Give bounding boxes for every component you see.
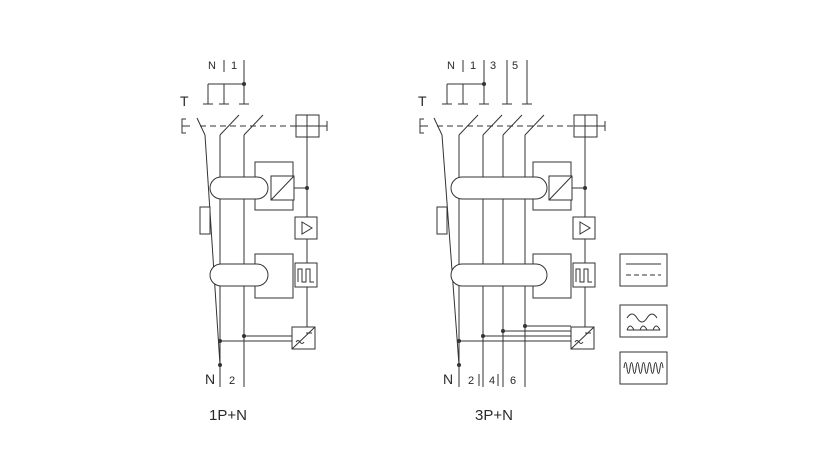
junction-dot	[482, 82, 486, 86]
junction-dot	[305, 186, 309, 190]
amplifier-box	[294, 216, 318, 240]
dc-type-symbol-icon	[619, 253, 668, 287]
test-resistor	[436, 206, 448, 235]
hf-wave	[623, 362, 664, 374]
current-transformer-1	[450, 176, 548, 200]
sine-wave	[626, 313, 658, 323]
contact-switch	[243, 114, 264, 136]
high-frequency-type-symbol-icon	[619, 351, 668, 385]
bottom-label-4: 4	[489, 375, 495, 387]
top-label-3: 3	[490, 60, 496, 72]
test-label: T	[418, 93, 427, 109]
junction-dot	[481, 334, 485, 338]
junction-dot	[242, 82, 246, 86]
bottom-label-n: N	[443, 371, 453, 387]
bottom-label-6: 6	[510, 375, 516, 387]
bottom-label-2: 2	[229, 375, 235, 387]
amplifier-box	[572, 216, 596, 240]
neutral-conductor	[441, 134, 460, 366]
junction-dot	[218, 363, 222, 367]
half-wave	[626, 325, 661, 331]
relay-diagonal	[548, 175, 573, 201]
current-transformer-1	[209, 176, 269, 200]
square-wave-icon	[297, 268, 314, 283]
junction-dot	[242, 334, 246, 338]
wave-icon	[295, 340, 305, 344]
handle-icon	[181, 118, 190, 134]
diagram-1p-n: N 1 T	[180, 60, 328, 424]
neutral-conductor	[204, 134, 221, 366]
amplifier-icon	[579, 221, 591, 235]
junction-dot	[523, 324, 527, 328]
top-label-1: 1	[470, 60, 476, 72]
square-wave-icon	[575, 268, 592, 283]
contact-switch	[524, 114, 545, 136]
junction-dot	[457, 363, 461, 367]
diagram-3p-n: N 1 3 5 T	[418, 60, 606, 424]
test-label: T	[180, 93, 189, 109]
top-label-1: 1	[231, 60, 237, 72]
top-label-n: N	[208, 60, 216, 72]
junction-dot	[218, 339, 222, 343]
top-label-n: N	[447, 60, 455, 72]
ac-pulsating-type-symbol-icon	[619, 304, 668, 338]
handle-icon	[419, 118, 428, 134]
converter-diagonal	[291, 326, 316, 350]
relay-diagonal	[270, 175, 295, 201]
contact-switch	[219, 114, 240, 136]
legend	[619, 253, 668, 385]
current-transformer-2	[209, 263, 269, 287]
converter-diagonal	[570, 326, 595, 350]
current-transformer-2	[450, 263, 548, 287]
bottom-label-n: N	[205, 371, 215, 387]
junction-dot	[457, 339, 461, 343]
bottom-label-2: 2	[468, 375, 474, 387]
junction-dot	[501, 329, 505, 333]
contact-switch	[482, 114, 503, 136]
test-resistor	[199, 206, 211, 235]
top-label-5: 5	[512, 60, 518, 72]
wave-icon	[574, 340, 584, 344]
caption-1p-n: 1P+N	[209, 407, 247, 424]
amplifier-icon	[301, 221, 313, 235]
contact-switch	[458, 114, 479, 136]
contact-switch	[502, 114, 523, 136]
caption-3p-n: 3P+N	[475, 407, 513, 424]
junction-dot	[583, 186, 587, 190]
